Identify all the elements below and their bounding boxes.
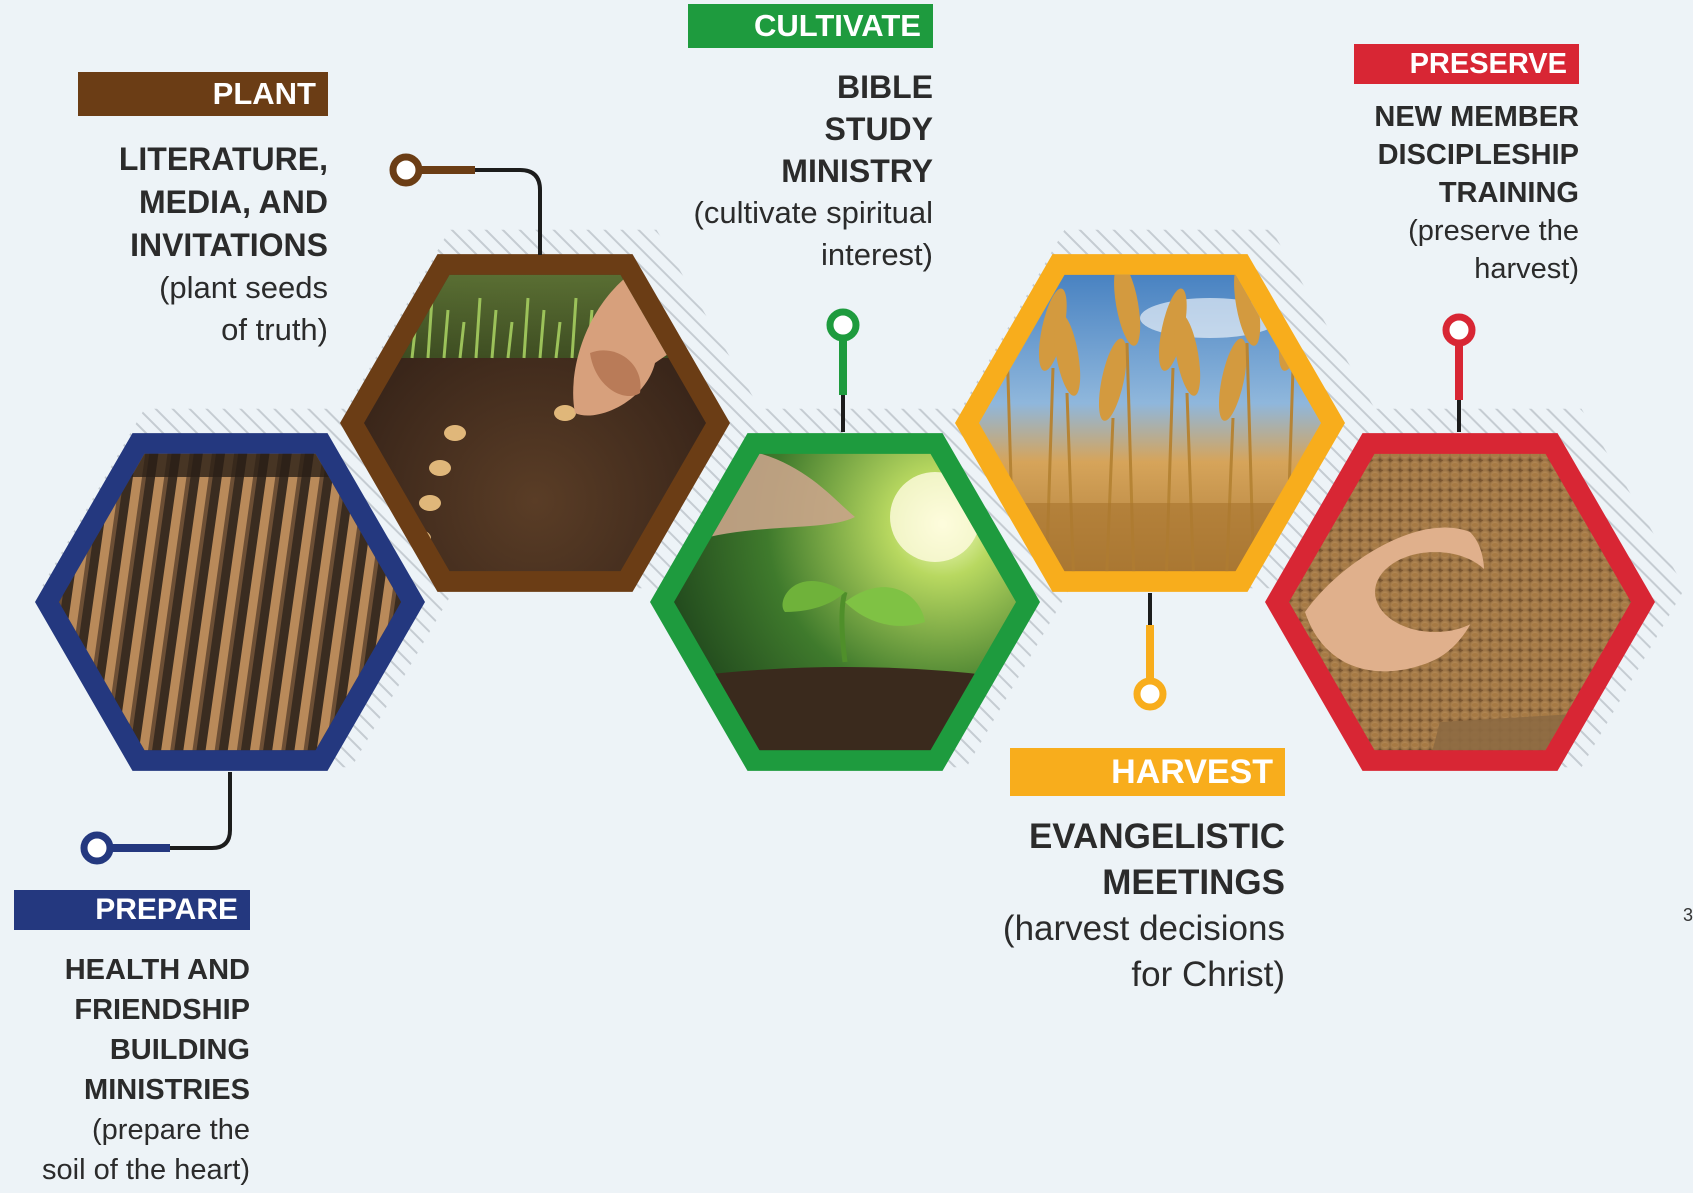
stage-heading-line: NEW MEMBER <box>1374 101 1579 133</box>
prepare-connector <box>80 772 232 865</box>
stage-tag: PREPARE <box>14 890 250 930</box>
stage-description-line: (plant seeds <box>159 270 328 305</box>
stage-heading-line: MEDIA, AND <box>138 184 328 220</box>
stage-description-line: interest) <box>821 237 933 272</box>
preserve-connector <box>1442 313 1476 432</box>
stage-heading-line: BUILDING <box>109 1034 250 1066</box>
stage-heading-line: STUDY <box>824 111 933 147</box>
stage-heading-line: MINISTRY <box>781 153 933 189</box>
stage-heading-line: HEALTH AND <box>64 954 250 986</box>
page-number: 3 <box>1683 905 1693 925</box>
stage-description: (harvest decisions for Christ) <box>1003 906 1285 998</box>
stage-description-line: harvest) <box>1474 253 1579 285</box>
stage-description: (prepare the soil of the heart) <box>42 1110 250 1190</box>
stage-heading-line: FRIENDSHIP <box>74 994 250 1026</box>
stage-heading-line: INVITATIONS <box>130 227 328 263</box>
stage-heading: EVANGELISTIC MEETINGS <box>1029 814 1285 906</box>
harvest-connector <box>1133 593 1167 711</box>
stage-description-line: (harvest decisions <box>1002 909 1285 948</box>
hexagon-plant <box>340 254 730 592</box>
stage-description-line: of truth) <box>221 312 328 347</box>
hexagon-prepare <box>35 433 425 771</box>
stage-description-line: (cultivate spiritual <box>693 195 933 230</box>
stage-description: (plant seeds of truth) <box>159 267 328 351</box>
stage-tag: HARVEST <box>1010 748 1285 796</box>
stage-heading: HEALTH AND FRIENDSHIP BUILDING MINISTRIE… <box>65 950 250 1110</box>
stage-description-line: for Christ) <box>1131 955 1285 994</box>
stage-tag: CULTIVATE <box>688 4 933 48</box>
stage-description: (preserve the harvest) <box>1408 212 1579 288</box>
stage-heading-line: MINISTRIES <box>84 1074 250 1106</box>
stage-tag: PRESERVE <box>1354 44 1579 84</box>
stage-heading-line: LITERATURE, <box>118 141 328 177</box>
stage-description: (cultivate spiritual interest) <box>694 192 933 276</box>
stage-heading: LITERATURE, MEDIA, AND INVITATIONS <box>119 138 328 267</box>
stage-heading: NEW MEMBER DISCIPLESHIP TRAINING <box>1374 98 1579 212</box>
stage-heading-line: DISCIPLESHIP <box>1377 139 1579 171</box>
stage-heading-line: EVANGELISTIC <box>1028 817 1285 856</box>
stage-heading-line: MEETINGS <box>1102 863 1285 902</box>
hexagon-cultivate <box>650 433 1040 771</box>
stage-heading-line: BIBLE <box>837 69 933 105</box>
hexagon-preserve <box>1265 433 1655 771</box>
stage-heading: BIBLE STUDY MINISTRY <box>781 66 933 192</box>
stage-tag: PLANT <box>78 72 328 116</box>
stage-description-line: soil of the heart) <box>42 1154 250 1186</box>
stage-description-line: (prepare the <box>92 1114 250 1146</box>
plant-connector <box>389 153 542 255</box>
stage-description-line: (preserve the <box>1408 215 1579 247</box>
cultivate-connector <box>826 308 860 432</box>
stage-heading-line: TRAINING <box>1438 177 1579 209</box>
